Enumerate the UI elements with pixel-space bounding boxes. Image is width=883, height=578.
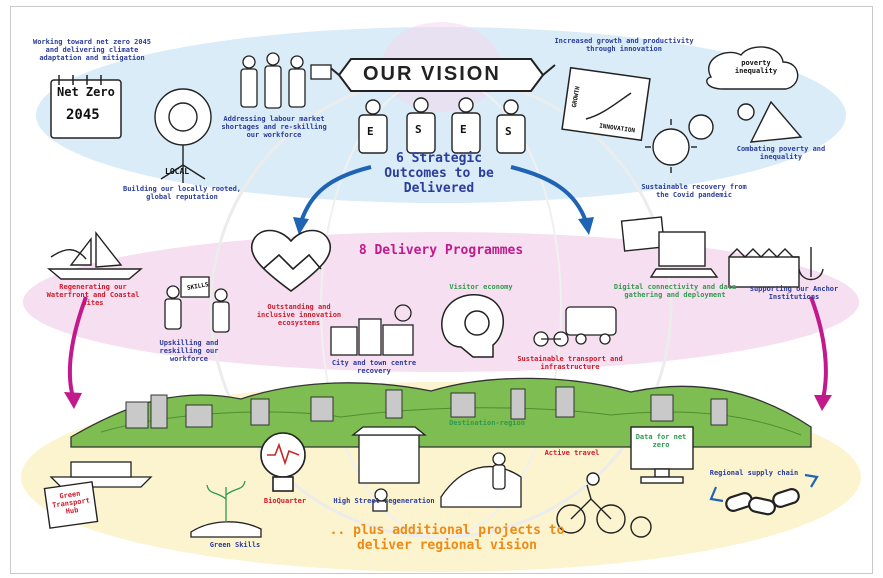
local-text: LOCAL <box>165 167 190 176</box>
growth-chart-icon <box>561 66 651 142</box>
vision-letter-1: E <box>367 125 374 138</box>
computer-monitor-icon <box>630 426 694 484</box>
poverty-cloud-icon <box>706 46 803 143</box>
poverty-text: poverty inequality <box>734 59 778 75</box>
programme-anchor: Supporting our Anchor Institutions <box>749 285 839 301</box>
net-zero-text: Net Zero <box>57 85 115 99</box>
programme-innovation: Outstanding and inclusive innovation eco… <box>256 303 342 327</box>
programme-transport: Sustainable transport and infrastructure <box>517 355 623 371</box>
vision-letter-3: E <box>460 123 467 136</box>
rooted-globe-tree-icon <box>154 88 212 183</box>
programme-arrows <box>64 296 832 411</box>
active-travel-bikes-icon <box>556 472 652 538</box>
programme-digital: Digital connectivity and data gathering … <box>613 283 737 299</box>
delivery-programmes-heading: 8 Delivery Programmes <box>358 243 524 258</box>
vision-letter-4: S <box>505 125 512 138</box>
upskilling-figures-icon <box>164 276 230 333</box>
outcome-growth: Increased growth and productivity throug… <box>554 37 694 53</box>
programme-town-centre: City and town centre recovery <box>331 359 417 375</box>
green-transport-sign-icon <box>43 481 99 529</box>
outcomes-band <box>36 27 846 203</box>
data-net-zero-text: Data for net zero <box>635 433 687 449</box>
chain-link-icon <box>709 473 819 516</box>
waterfront-sailboat-icon <box>47 230 143 280</box>
strategic-outcomes-heading: 6 Strategic Outcomes to be Delivered <box>384 151 494 196</box>
skyline <box>125 386 728 429</box>
programme-upskilling: Upskilling and reskilling our workforce <box>159 339 219 363</box>
lightbulb-icon <box>260 432 306 492</box>
net-zero-calendar-icon <box>50 75 122 139</box>
programmes-band <box>23 232 859 372</box>
project-supply-chain: Regional supply chain <box>709 469 799 477</box>
programme-visitor: Visitor economy <box>449 283 513 291</box>
project-active-travel: Active travel <box>544 449 600 457</box>
strategic-arrows <box>293 165 594 235</box>
workforce-group-icon <box>240 52 332 109</box>
laptop-wifi-icon <box>620 216 719 278</box>
outcome-covid: Sustainable recovery from the Covid pand… <box>641 183 747 199</box>
high-street-icon <box>351 426 427 512</box>
outcome-poverty: Combating poverty and inequality <box>736 145 826 161</box>
heart-innovation-icon <box>250 229 332 292</box>
visitor-head-globe-icon <box>441 294 505 358</box>
destination-walkers-icon <box>440 452 522 508</box>
hills <box>70 377 812 448</box>
vision-letter-2: S <box>415 123 422 136</box>
outcome-labour: Addressing labour market shortages and r… <box>221 115 327 139</box>
outcome-net-zero: Working toward net zero 2045 and deliver… <box>33 38 152 62</box>
transport-bus-bike-icon <box>533 306 617 347</box>
project-destination: Destination-region <box>449 419 525 427</box>
project-high-street: High Street regeneration <box>333 497 435 505</box>
hand-seedling-icon <box>190 480 262 538</box>
net-zero-year: 2045 <box>66 107 100 123</box>
banner-figures <box>358 97 526 154</box>
programme-waterfront: Regenerating our Waterfront and Coastal … <box>46 283 140 307</box>
additional-projects-heading: .. plus additional projects to deliver r… <box>329 523 565 553</box>
background-art <box>21 22 861 572</box>
virus-icon <box>645 114 714 173</box>
anchor-castle-icon <box>728 247 824 288</box>
project-bioquarter: BioQuarter <box>263 497 307 505</box>
town-centre-buildings-icon <box>330 304 414 356</box>
vision-title: OUR VISION <box>363 63 501 85</box>
project-green-skills: Green Skills <box>209 541 261 549</box>
infographic-frame: OUR VISION E S E S Net Zero 2045 LOCAL p… <box>10 6 873 574</box>
outcome-reputation: Building our locally rooted, global repu… <box>123 185 242 201</box>
